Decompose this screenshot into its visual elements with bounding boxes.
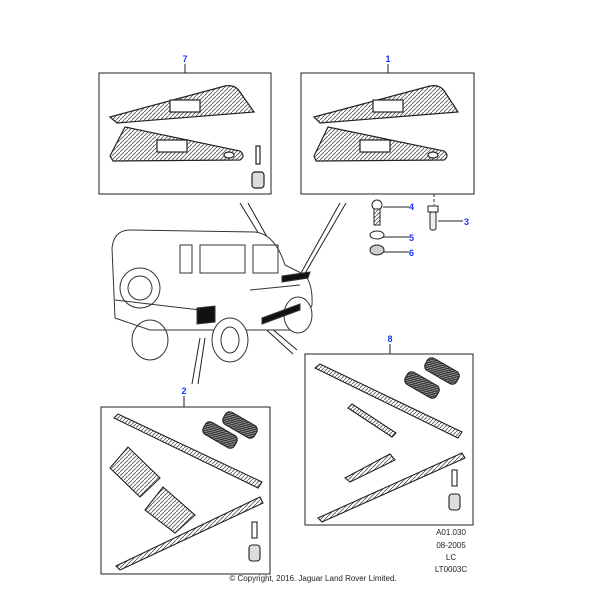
callout-6[interactable]: 6 xyxy=(409,248,414,258)
drawing-ref: A01.030 xyxy=(436,528,466,537)
sill-plate-set-2 xyxy=(109,411,264,571)
screw-4 xyxy=(373,208,381,226)
washer-5 xyxy=(369,230,385,240)
box-part-8 xyxy=(304,353,474,526)
callout-4[interactable]: 4 xyxy=(409,202,414,212)
copyright-notice: © Copyright, 2016. Jaguar Land Rover Lim… xyxy=(229,574,397,583)
drawing-date: 08-2005 xyxy=(436,541,466,550)
drawing-code: LC xyxy=(445,553,457,562)
callout-5[interactable]: 5 xyxy=(409,233,414,243)
callout-3[interactable]: 3 xyxy=(464,217,469,227)
nut-6 xyxy=(369,244,385,256)
callout-8[interactable]: 8 xyxy=(387,334,392,344)
rear-floor-panel-set-1 xyxy=(312,85,460,162)
plug-3 xyxy=(429,211,437,231)
drawing-id: LT0003C xyxy=(434,565,468,574)
sill-plate-set-8 xyxy=(313,357,466,523)
fasteners xyxy=(369,199,439,256)
callout-7[interactable]: 7 xyxy=(182,54,187,64)
box-part-2 xyxy=(100,406,271,575)
vehicle-illustration xyxy=(111,229,313,363)
callout-2[interactable]: 2 xyxy=(181,386,186,396)
callout-1[interactable]: 1 xyxy=(385,54,390,64)
rear-floor-panel-set-7 xyxy=(108,85,265,189)
